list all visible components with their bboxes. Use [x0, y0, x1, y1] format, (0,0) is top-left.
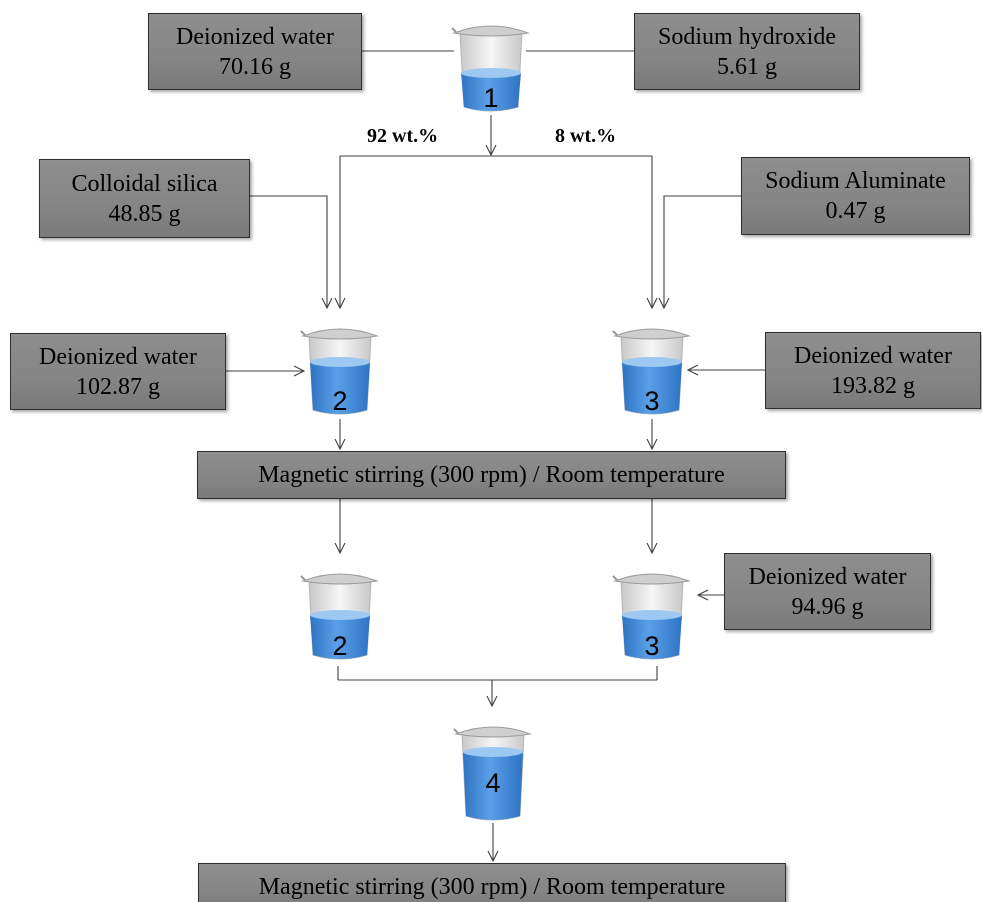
beaker-icon [612, 573, 691, 660]
input-mass: 102.87 g [76, 373, 160, 400]
beaker-number: 1 [483, 83, 499, 113]
beaker-icon [300, 328, 379, 415]
input-mass: 193.82 g [831, 372, 915, 399]
process-magnetic-stirring-2: Magnetic stirring (300 rpm) / Room tempe… [198, 863, 786, 902]
beaker-2b: 2 [297, 563, 383, 663]
input-sodium-aluminate: Sodium Aluminate 0.47 g [741, 157, 970, 235]
beaker-icon [453, 726, 532, 821]
beaker-4: 4 [450, 716, 536, 821]
process-label: Magnetic stirring (300 rpm) / Room tempe… [258, 462, 725, 488]
split-label-right: 8 wt.% [555, 125, 617, 147]
input-mass: 94.96 g [791, 593, 864, 620]
beaker-icon [612, 328, 691, 415]
split-label-left: 92 wt.% [367, 125, 439, 147]
beaker-number: 2 [332, 631, 348, 661]
input-deionized-water-3: Deionized water 193.82 g [765, 332, 981, 409]
beaker-2: 2 [297, 318, 383, 418]
input-name: Colloidal silica [71, 170, 218, 197]
process-magnetic-stirring-1: Magnetic stirring (300 rpm) / Room tempe… [197, 451, 786, 499]
input-mass: 48.85 g [108, 200, 181, 227]
beaker-3: 3 [609, 318, 695, 418]
input-name: Deionized water [748, 563, 907, 590]
beaker-number: 2 [332, 386, 348, 416]
beaker-1: 1 [448, 15, 534, 115]
process-label: Magnetic stirring (300 rpm) / Room tempe… [258, 874, 726, 900]
beaker-number: 4 [485, 768, 501, 798]
input-deionized-water-1: Deionized water 70.16 g [148, 13, 362, 90]
input-name: Deionized water [39, 343, 197, 370]
input-deionized-water-4: Deionized water 94.96 g [724, 553, 931, 630]
input-mass: 5.61 g [717, 53, 777, 80]
beaker-icon [300, 573, 379, 660]
input-name: Sodium hydroxide [658, 23, 836, 50]
input-name: Deionized water [176, 23, 334, 50]
input-sodium-hydroxide: Sodium hydroxide 5.61 g [634, 13, 860, 90]
input-colloidal-silica: Colloidal silica 48.85 g [39, 159, 250, 238]
arrow-silica [250, 195, 327, 308]
input-mass: 70.16 g [219, 53, 291, 80]
arrow-aluminate [664, 195, 741, 308]
input-name: Deionized water [794, 342, 952, 369]
beaker-number: 3 [644, 386, 660, 416]
beaker-3b: 3 [609, 563, 695, 663]
input-deionized-water-2: Deionized water 102.87 g [10, 333, 226, 410]
input-mass: 0.47 g [825, 198, 886, 224]
input-name: Sodium Aluminate [765, 168, 946, 194]
beaker-icon [451, 25, 530, 112]
beaker-number: 3 [644, 631, 660, 661]
